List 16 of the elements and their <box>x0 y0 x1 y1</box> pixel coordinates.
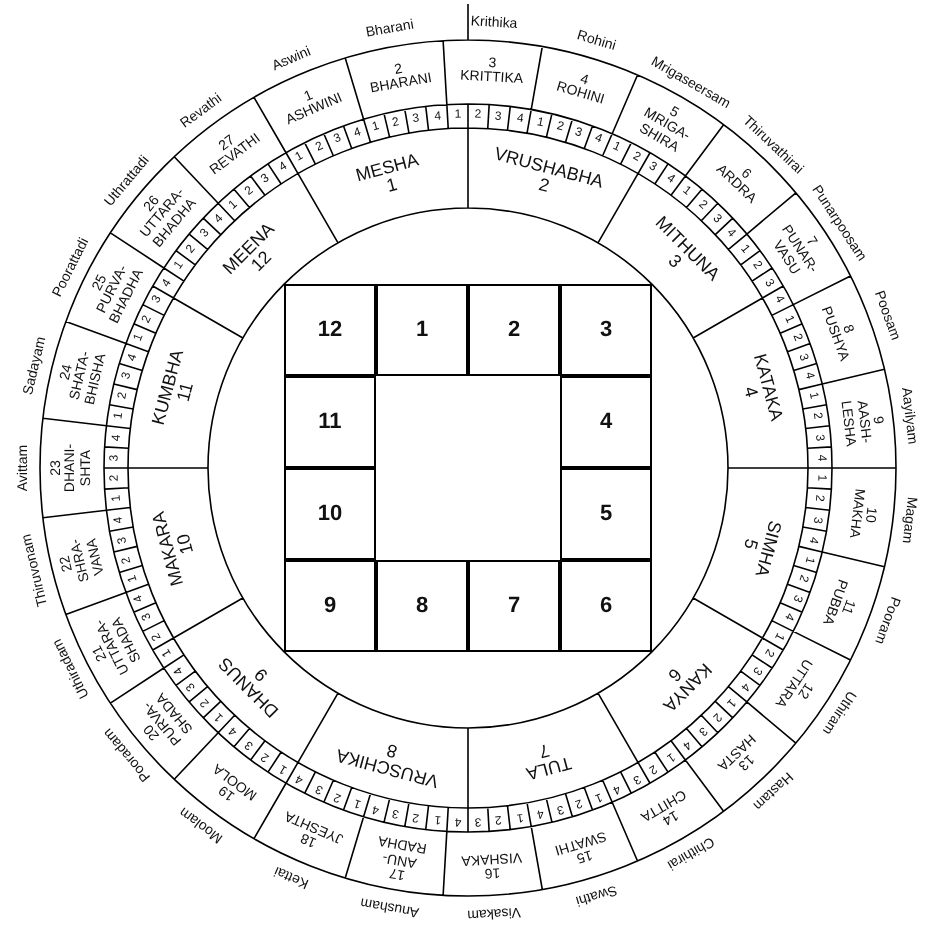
sign-number: 7 <box>536 737 551 761</box>
house-cell: 2 <box>468 284 560 376</box>
house-cell: 8 <box>376 560 468 652</box>
house-cell: 6 <box>560 560 652 652</box>
sign-number: 5 <box>737 536 761 551</box>
house-cell: 3 <box>560 284 652 376</box>
house-cell: 1 <box>376 284 468 376</box>
sign-number: 4 <box>737 384 761 400</box>
sign-number: 1 <box>384 175 400 201</box>
house-cell: 12 <box>284 284 376 376</box>
house-cell: 10 <box>284 468 376 560</box>
house-cell: 9 <box>284 560 376 652</box>
house-cell: 5 <box>560 468 652 560</box>
house-cell: 7 <box>468 560 560 652</box>
house-cell: 4 <box>560 376 652 468</box>
house-cell: 11 <box>284 376 376 468</box>
